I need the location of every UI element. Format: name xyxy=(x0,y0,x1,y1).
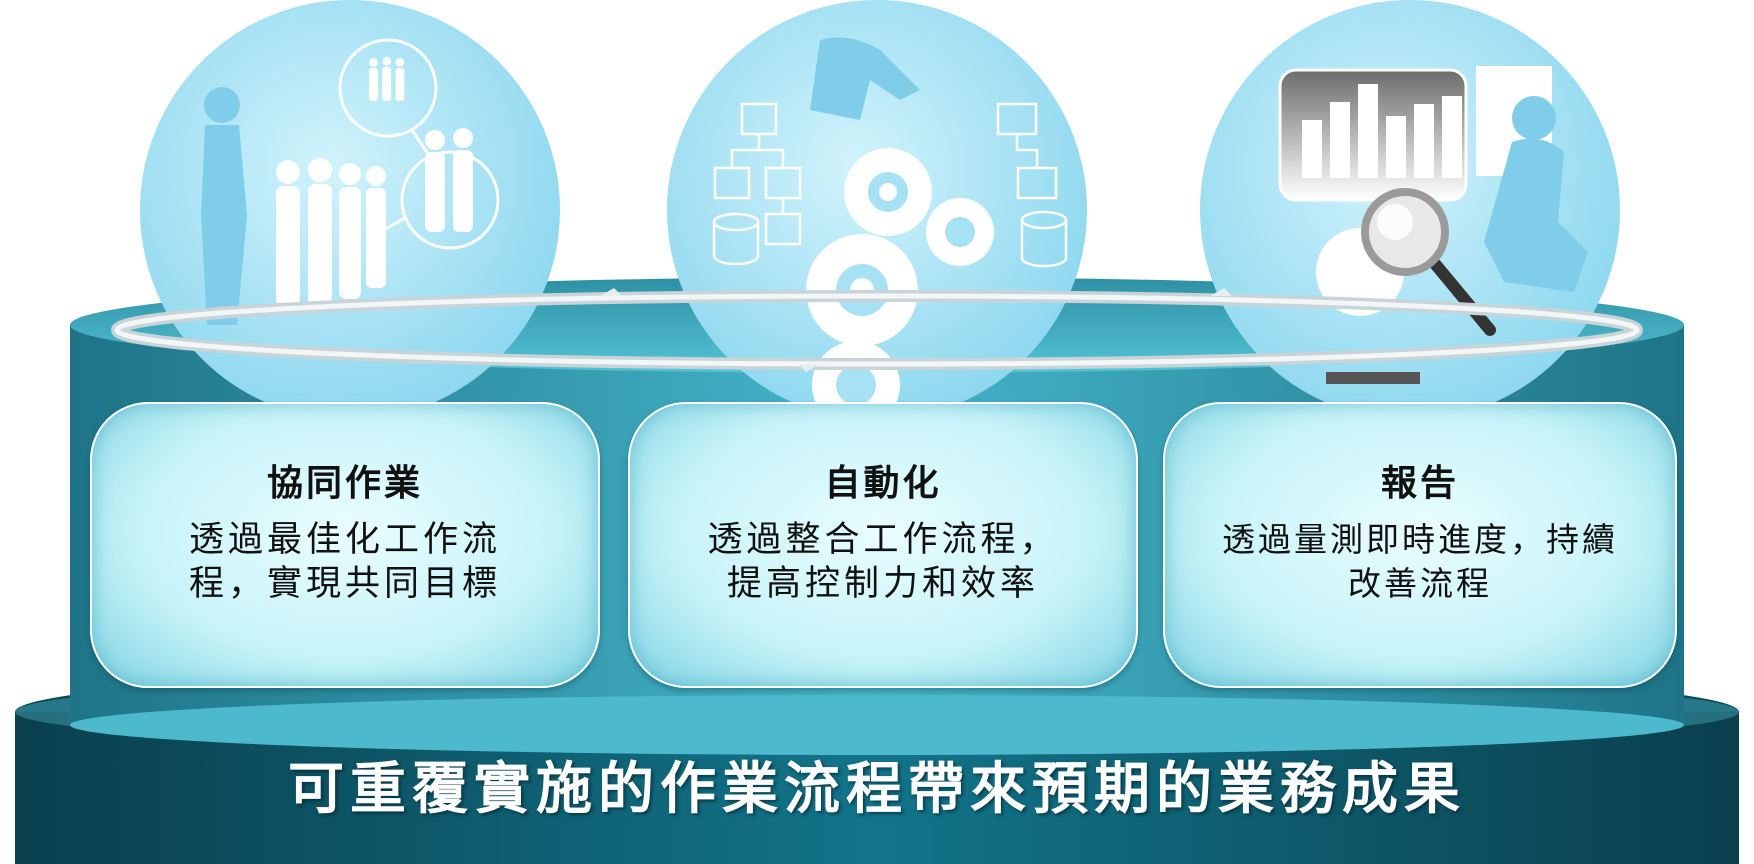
panel-collaboration: 協同作業 透過最佳化工作流 程，實現共同目標 xyxy=(90,402,600,688)
panel-body: 透過整合工作流程， 提高控制力和效率 xyxy=(630,518,1136,606)
panel-title: 協同作業 xyxy=(266,463,423,504)
collaboration-people-icon xyxy=(201,38,500,325)
panel-body: 透過最佳化工作流 程，實現共同目標 xyxy=(92,518,598,606)
cycle-arrows xyxy=(111,288,1643,372)
panel-body-line: 透過量測即時進度，持續 xyxy=(1222,520,1618,559)
panel-body-line: 透過整合工作流程， xyxy=(707,520,1059,560)
panel-title: 報告 xyxy=(1380,463,1459,504)
magnifier-icon xyxy=(1361,188,1496,336)
panel-body: 透過量測即時進度，持續 改善流程 xyxy=(1165,518,1675,606)
panel-body-line: 改善流程 xyxy=(1348,564,1492,603)
panel-automation: 自動化 透過整合工作流程， 提高控制力和效率 xyxy=(628,402,1138,688)
panel-body-line: 程，實現共同目標 xyxy=(188,564,501,604)
panel-body-line: 提高控制力和效率 xyxy=(726,564,1039,604)
panel-title: 自動化 xyxy=(824,463,942,504)
panel-reporting: 報告 透過量測即時進度，持續 改善流程 xyxy=(1163,402,1677,688)
banner-text: 可重覆實施的作業流程帶來預期的業務成果 xyxy=(288,756,1466,822)
panel-body-line: 透過最佳化工作流 xyxy=(188,520,501,560)
report-chart-magnifier-icon xyxy=(1278,66,1588,384)
